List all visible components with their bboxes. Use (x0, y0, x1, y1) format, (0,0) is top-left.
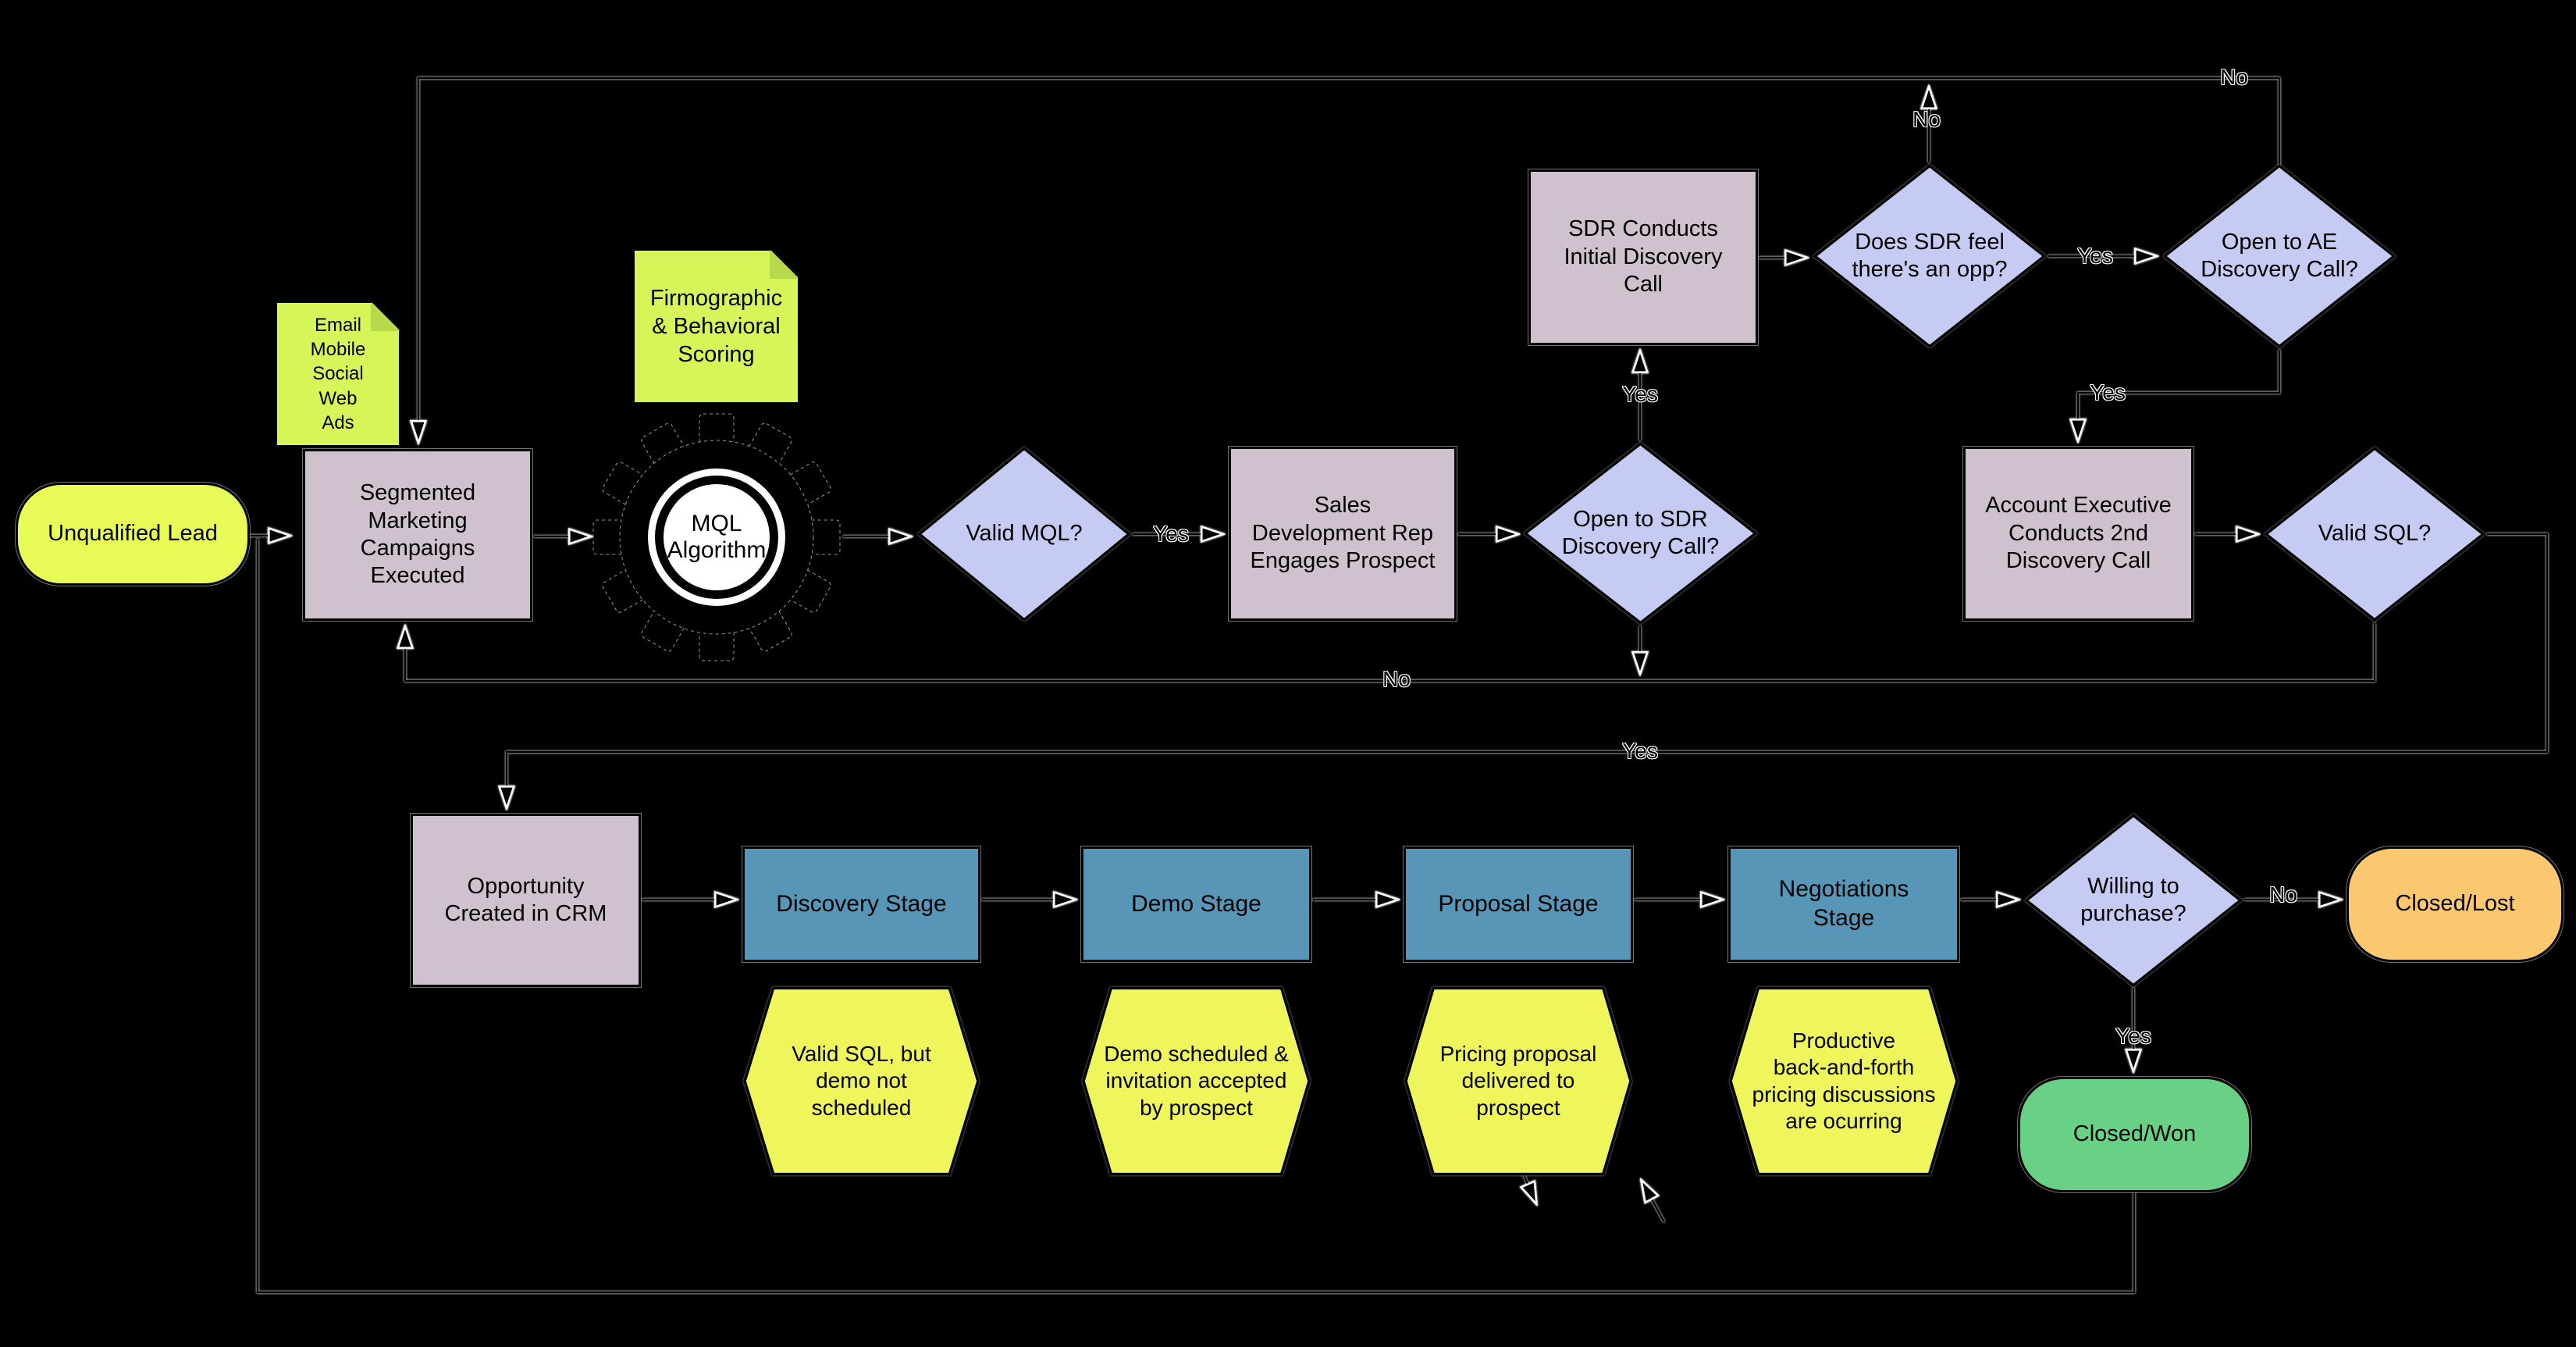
node-label: Valid MQL? (966, 521, 1083, 547)
node-label: Valid SQL, but demo not scheduled (792, 1042, 931, 1120)
node-label: Demo Stage (1131, 890, 1261, 917)
note-scoring: Firmographic & Behavioral Scoring (632, 248, 800, 404)
node-label: Opportunity Created in CRM (444, 873, 607, 926)
node-mql-algorithm: MQL Algorithm (592, 412, 841, 662)
node-hex-negotiations: Productive back-and-forth pricing discus… (1728, 986, 1959, 1176)
gear-icon (592, 413, 841, 661)
diamond-shape (1523, 442, 1758, 625)
node-open-sdr: Open to SDR Discovery Call? (1523, 442, 1758, 625)
node-willing-to-purchase: Willing to purchase? (2024, 814, 2243, 987)
node-segmented-marketing: Segmented Marketing Campaigns Executed (303, 449, 532, 621)
node-label: Open to AE Discovery Call? (2201, 229, 2358, 282)
edge-hex-negotiations-stub (1642, 1181, 1666, 1223)
node-label: MQL Algorithm (667, 510, 767, 564)
node-sdr-conducts: SDR Conducts Initial Discovery Call (1528, 169, 1758, 345)
edge-label-doessdr-no: No (1912, 107, 1941, 131)
edge-openae-yes-to-aebox (2078, 350, 2281, 440)
hexagon-shape (1081, 986, 1311, 1176)
node-valid-mql: Valid MQL? (917, 447, 1131, 622)
edge-label-doessdr-yes: Yes (2077, 244, 2113, 268)
edge-hex-proposal-stub (1522, 1171, 1536, 1203)
node-hex-demo: Demo scheduled & invitation accepted by … (1081, 986, 1311, 1176)
edge-label-openae-yes: Yes (2090, 380, 2126, 404)
node-label: Productive back-and-forth pricing discus… (1752, 1028, 1936, 1133)
node-label: Account Executive Conducts 2nd Discovery… (1985, 493, 2172, 574)
node-label: Discovery Stage (776, 890, 947, 917)
node-label: Proposal Stage (1438, 890, 1599, 917)
node-discovery-stage: Discovery Stage (742, 846, 980, 962)
node-negotiations-stage: Negotiations Stage (1728, 846, 1959, 962)
node-label: Segmented Marketing Campaigns Executed (359, 480, 476, 589)
node-unqualified-lead: Unqualified Lead (16, 483, 250, 586)
edge-label-willing-yes: Yes (2115, 1024, 2151, 1048)
node-label: Unqualified Lead (48, 521, 218, 547)
edge-label-validmql-yes: Yes (1153, 522, 1189, 546)
edge-label-validsql-yes: Yes (1622, 739, 1658, 763)
node-label: Does SDR feel there's an opp? (1852, 229, 2008, 282)
hexagon-shape (1404, 986, 1633, 1176)
note-channels: Email Mobile Social Web Ads (275, 301, 401, 447)
node-label: SDR Conducts Initial Discovery Call (1564, 216, 1723, 298)
diamond-shape (1813, 164, 2047, 348)
edge-label-loop-no: No (1382, 667, 1411, 691)
node-hex-discovery: Valid SQL, but demo not scheduled (742, 986, 980, 1176)
diamond-shape (2024, 814, 2243, 987)
diamond-shape (917, 447, 1131, 622)
hexagon-shape (1728, 986, 1959, 1176)
node-label: Demo scheduled & invitation accepted by … (1104, 1042, 1289, 1120)
edge-label-openae-no: No (2220, 65, 2248, 89)
edge-closedwon-feedback-loop (256, 539, 2136, 1294)
node-label: Valid SQL? (2318, 521, 2432, 547)
node-label: Closed/Won (2073, 1121, 2197, 1147)
node-hex-proposal: Pricing proposal delivered to prospect (1404, 986, 1633, 1176)
edge-label-willing-no: No (2269, 882, 2297, 907)
node-sales-dev: Sales Development Rep Engages Prospect (1229, 447, 1457, 621)
hexagon-shape (742, 986, 980, 1176)
node-opportunity: Opportunity Created in CRM (411, 814, 641, 987)
node-does-sdr-feel: Does SDR feel there's an opp? (1813, 164, 2047, 348)
node-proposal-stage: Proposal Stage (1404, 846, 1633, 962)
diamond-shape (2264, 447, 2485, 622)
node-label: Negotiations Stage (1778, 876, 1909, 931)
node-label: Willing to purchase? (2080, 873, 2186, 926)
node-demo-stage: Demo Stage (1081, 846, 1311, 962)
edge-openae-no-to-segmented (418, 77, 2281, 442)
edge-validsql-yes-to-opportunity (507, 533, 2549, 807)
node-label: Pricing proposal delivered to prospect (1439, 1042, 1597, 1120)
node-closed-won: Closed/Won (2018, 1077, 2251, 1192)
node-label: Sales Development Rep Engages Prospect (1250, 493, 1436, 574)
node-valid-sql: Valid SQL? (2264, 447, 2485, 622)
node-ae-conducts: Account Executive Conducts 2nd Discovery… (1963, 447, 2194, 621)
node-label: Open to SDR Discovery Call? (1561, 506, 1720, 559)
node-closed-lost: Closed/Lost (2347, 846, 2564, 962)
node-label: Closed/Lost (2395, 891, 2515, 917)
edge-label-opensdr-yes: Yes (1622, 382, 1658, 406)
node-open-ae: Open to AE Discovery Call? (2162, 164, 2396, 348)
edge-validsql-no-loop (405, 623, 2376, 682)
diamond-shape (2162, 164, 2396, 348)
